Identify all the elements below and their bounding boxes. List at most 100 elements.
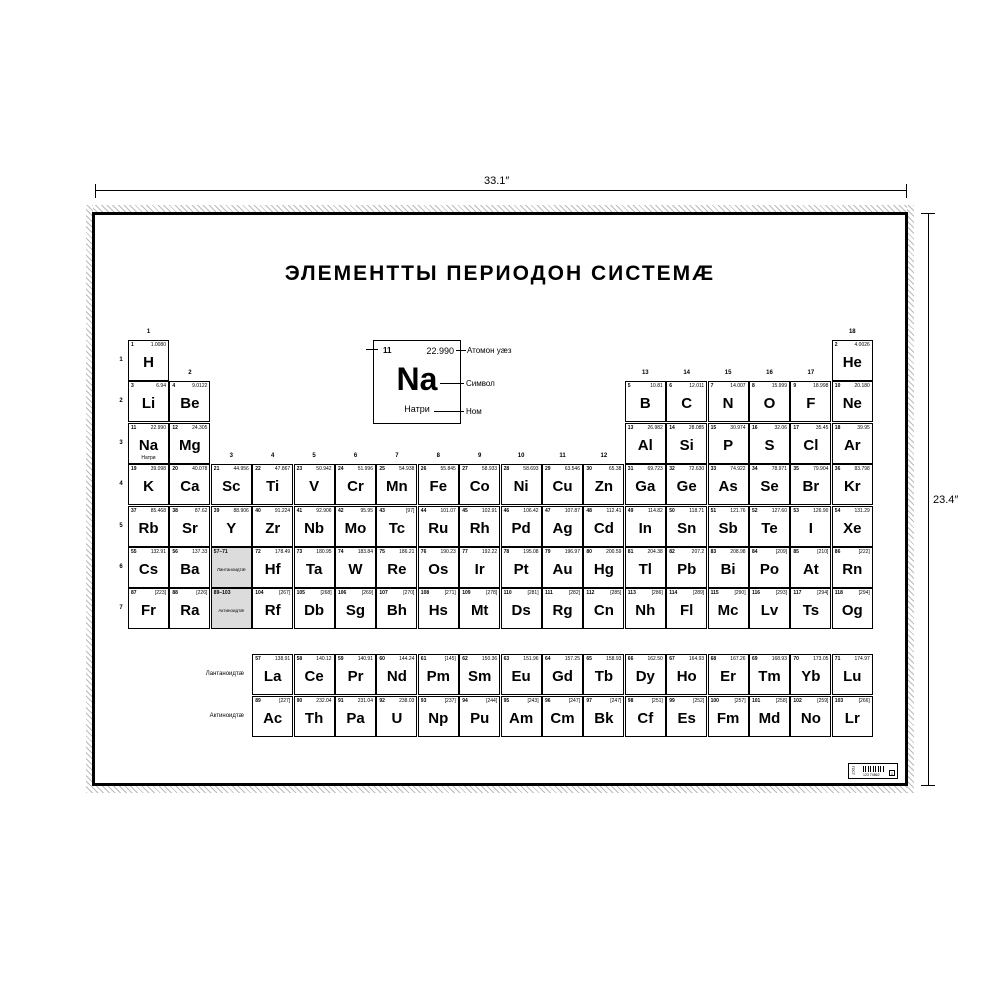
element-symbol: Co — [469, 478, 490, 496]
element-cell: 110[281]Ds — [500, 588, 542, 630]
atomic-number: 47 — [545, 507, 551, 514]
atomic-mass: [247] — [568, 698, 580, 704]
atomic-mass: [268] — [320, 590, 332, 597]
element-symbol: Tl — [638, 561, 652, 578]
element-symbol: Mt — [470, 602, 489, 620]
group-label: 6 — [353, 453, 358, 460]
element-symbol: Db — [304, 602, 325, 620]
atomic-number: 110 — [503, 590, 512, 597]
element-symbol: Sc — [222, 478, 241, 496]
atomic-mass: 190.23 — [440, 549, 456, 555]
atomic-mass: 192.22 — [481, 549, 498, 555]
atomic-mass: 14.007 — [730, 383, 746, 390]
atomic-mass: [286] — [651, 590, 663, 597]
atomic-number: 89 — [255, 698, 261, 704]
atomic-number: 78 — [503, 549, 510, 555]
element-symbol: Ac — [263, 710, 283, 727]
atomic-mass: [223] — [154, 590, 166, 597]
atomic-number: 50 — [669, 507, 675, 514]
element-cell: 89[227]Ac — [252, 696, 294, 737]
atomic-mass: [97] — [406, 507, 415, 514]
element-symbol: Sr — [181, 519, 198, 537]
atomic-mass: 200.59 — [606, 549, 622, 555]
group-label: 8 — [436, 453, 440, 460]
group-label: 12 — [600, 453, 608, 460]
atomic-mass: 195.08 — [523, 549, 539, 555]
atomic-mass: 28.085 — [688, 424, 705, 431]
atomic-mass: 232.04 — [316, 698, 332, 704]
atomic-mass: 112.41 — [606, 507, 622, 514]
atomic-mass: 20.180 — [854, 383, 870, 390]
atomic-number: 9 — [793, 383, 797, 390]
element-symbol: Cf — [637, 710, 654, 727]
atomic-number: 100 — [710, 698, 719, 704]
atomic-number: 64 — [545, 656, 551, 662]
width-dimension-line — [96, 190, 906, 191]
atomic-number: 24 — [338, 466, 344, 473]
period-label: 3 — [119, 439, 123, 446]
atomic-number: 73 — [296, 549, 303, 555]
element-symbol: Mg — [179, 436, 201, 454]
group-label: 17 — [807, 370, 815, 377]
atomic-number: 86 — [834, 549, 841, 555]
atomic-mass: 79.904 — [813, 466, 829, 473]
atomic-mass: [244] — [486, 698, 498, 704]
atomic-number: 113 — [627, 590, 636, 597]
legend-symbol: Na — [396, 361, 438, 397]
atomic-mass: 83.798 — [854, 466, 870, 473]
group-label: 1 — [146, 329, 151, 335]
atomic-mass: 39.098 — [150, 466, 166, 473]
element-symbol: Pt — [513, 561, 529, 578]
element-symbol: Pb — [677, 561, 697, 578]
element-cell: 103[266]Lr — [831, 696, 873, 737]
atomic-mass: 157.25 — [564, 656, 580, 662]
atomic-number: 97 — [586, 698, 592, 704]
atomic-mass: 65.38 — [608, 466, 622, 473]
series-range: 57–71 — [213, 549, 228, 555]
element-symbol: Ba — [180, 561, 200, 578]
element-symbol: Y — [226, 519, 237, 537]
element-name: Натри — [141, 454, 156, 461]
element-cell: 101[258]Md — [749, 696, 790, 737]
element-symbol: No — [800, 710, 821, 727]
element-symbol: Ga — [635, 478, 656, 496]
element-symbol: Pr — [347, 668, 364, 685]
atomic-number: 34 — [752, 466, 758, 473]
element-cell: 117[294]Ts — [790, 588, 832, 630]
element-cell: 104[267]Rf — [252, 588, 294, 630]
element-symbol: Au — [552, 561, 573, 578]
atomic-number: 98 — [627, 698, 634, 704]
atomic-mass: 44.956 — [233, 466, 249, 473]
atomic-number: 118 — [834, 590, 843, 597]
atomic-number: 75 — [379, 549, 385, 555]
badge-code: 123 74862 — [863, 773, 880, 777]
element-symbol: Lv — [760, 602, 779, 620]
atomic-number: 57 — [255, 656, 261, 662]
element-symbol: Br — [802, 478, 820, 496]
element-symbol: Ti — [266, 478, 280, 496]
atomic-number: 112 — [586, 590, 595, 597]
period-label: 6 — [119, 564, 123, 570]
